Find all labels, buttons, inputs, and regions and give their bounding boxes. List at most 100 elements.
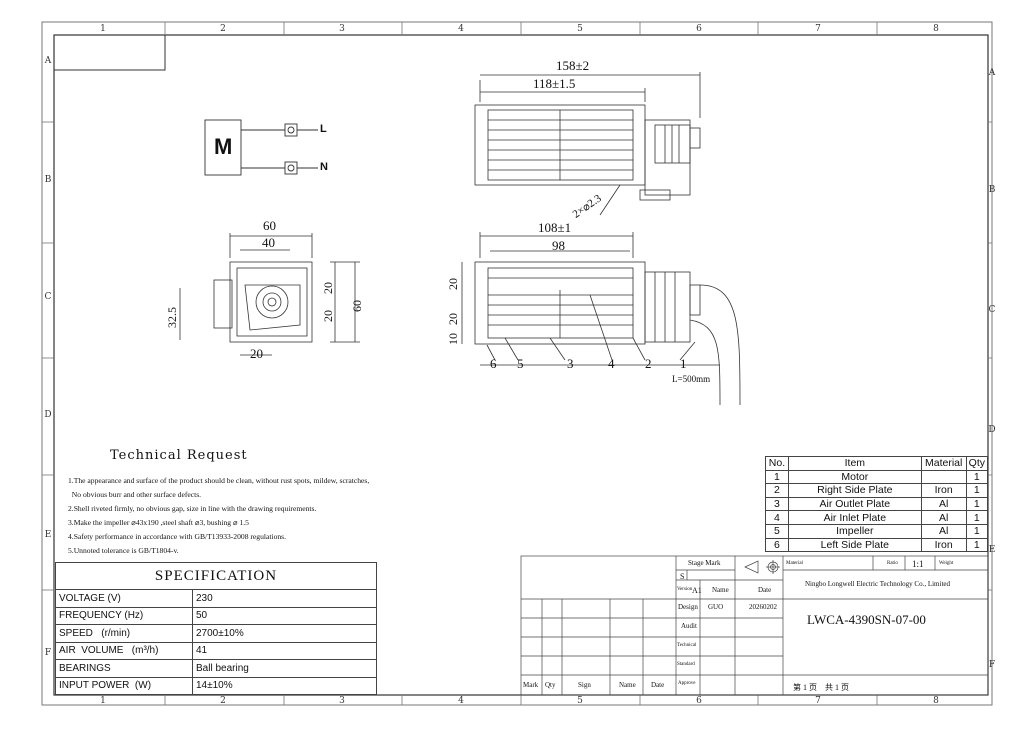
zone-col-2: 2 <box>220 24 226 34</box>
weight-label: Weight <box>939 561 954 566</box>
projection-symbol <box>744 560 780 574</box>
zone-row-f-right: F <box>988 660 996 670</box>
zone-row-d: D <box>44 410 52 420</box>
cell: 1 <box>965 510 989 525</box>
company-name: Ningbo Longwell Electric Technology Co.,… <box>805 580 950 588</box>
cell: Al <box>920 523 967 539</box>
dim-top-inner: 118±1.5 <box>533 76 576 91</box>
cell: Left Side Plate <box>787 537 922 553</box>
design-label: Design <box>678 603 698 611</box>
cell: Iron <box>920 537 967 553</box>
material-label: Material <box>786 561 803 566</box>
dim-top-overall: 158±2 <box>556 58 590 73</box>
zone-col-8-bottom: 8 <box>933 696 939 706</box>
cell: 1 <box>965 537 989 553</box>
dim-side-mid: 20 <box>446 313 460 325</box>
zone-row-e-right: E <box>988 545 996 555</box>
balloon-6: 6 <box>490 356 497 371</box>
spec-value: 14±10% <box>192 676 377 695</box>
cell: 1 <box>965 496 989 512</box>
cell: Motor <box>787 469 922 485</box>
dim-end-height: 60 <box>350 300 364 312</box>
version-label: Version <box>677 587 693 592</box>
table-row: FREQUENCY (Hz)50 <box>55 606 377 625</box>
drawing-number: LWCA-4390SN-07-00 <box>807 612 926 627</box>
cell: 3 <box>765 496 789 512</box>
zone-col-1: 1 <box>100 24 106 34</box>
zone-row-c-right: C <box>988 305 996 315</box>
spec-value: 230 <box>192 589 377 608</box>
stage-value: S <box>680 572 685 581</box>
table-row: VOLTAGE (V)230 <box>55 589 377 608</box>
zone-col-5: 5 <box>577 24 583 34</box>
wiring-diagram <box>204 119 318 176</box>
technical-request-line-1b: No obvious burr and other surface defect… <box>68 490 202 499</box>
spec-label: BEARINGS <box>55 659 193 678</box>
technical-label: Technical <box>677 643 697 648</box>
dim-end-left: 32.5 <box>165 307 179 328</box>
cell: 5 <box>765 523 789 539</box>
zone-row-c: C <box>44 292 52 302</box>
dim-end-bottom: 20 <box>250 346 263 361</box>
design-date: 20260202 <box>749 603 777 611</box>
spec-value: 41 <box>192 641 377 660</box>
table-header-row: No. Item Material Qty <box>765 456 989 471</box>
zone-row-e: E <box>44 530 52 540</box>
dim-end-width: 60 <box>263 218 276 233</box>
col-header-qty: Qty <box>965 456 989 471</box>
zone-col-4-bottom: 4 <box>458 696 464 706</box>
balloon-1: 1 <box>680 356 687 371</box>
cell: Al <box>920 510 967 525</box>
technical-request-line-1: 1.The appearance and surface of the prod… <box>68 476 370 485</box>
qty-label: Qty <box>545 681 556 689</box>
spec-label: FREQUENCY (Hz) <box>55 606 193 625</box>
spec-label: AIR VOLUME (m³/h) <box>55 641 193 660</box>
zone-row-b: B <box>44 175 52 185</box>
balloon-5: 5 <box>517 356 524 371</box>
col-header-material: Material <box>920 456 967 471</box>
cell: Al <box>920 496 967 512</box>
zone-row-a-right: A <box>988 68 996 78</box>
spec-label: VOLTAGE (V) <box>55 589 193 608</box>
cell: 1 <box>965 469 989 485</box>
cell <box>920 469 967 485</box>
version-value: A1 <box>692 586 702 595</box>
technical-request-line-3: 3.Make the impeller ⌀43x190 ,steel shaft… <box>68 518 249 527</box>
dim-end-upper: 20 <box>321 282 335 294</box>
spec-value: 50 <box>192 606 377 625</box>
cell: 1 <box>965 523 989 539</box>
top-view <box>474 72 701 216</box>
live-terminal-label: L <box>320 123 327 135</box>
table-row: SPEED (r/min)2700±10% <box>55 624 377 643</box>
cell: 1 <box>765 469 789 485</box>
motor-symbol: M <box>214 134 233 159</box>
zone-col-7-bottom: 7 <box>815 696 821 706</box>
balloon-2: 2 <box>645 356 652 371</box>
dim-side-top: 20 <box>446 278 460 290</box>
zone-row-d-right: D <box>988 425 996 435</box>
technical-request-line-4: 4.Safety performance in accordance with … <box>68 532 287 541</box>
dim-side-inner: 98 <box>552 238 565 253</box>
ratio-value: 1:1 <box>912 559 924 569</box>
zone-col-5-bottom: 5 <box>577 696 583 706</box>
zone-col-6: 6 <box>696 24 702 34</box>
cell: Air Inlet Plate <box>787 510 922 525</box>
zone-col-8: 8 <box>933 24 939 34</box>
cell: 1 <box>965 483 989 498</box>
specification-title: SPECIFICATION <box>55 562 377 590</box>
sign-label: Sign <box>578 681 591 689</box>
spec-value: 2700±10% <box>192 624 377 643</box>
balloon-3: 3 <box>567 356 574 371</box>
mark-label: Mark <box>523 681 539 689</box>
cell: Iron <box>920 483 967 498</box>
dim-side-low: 10 <box>446 333 460 345</box>
name2-label: Name <box>619 681 636 689</box>
